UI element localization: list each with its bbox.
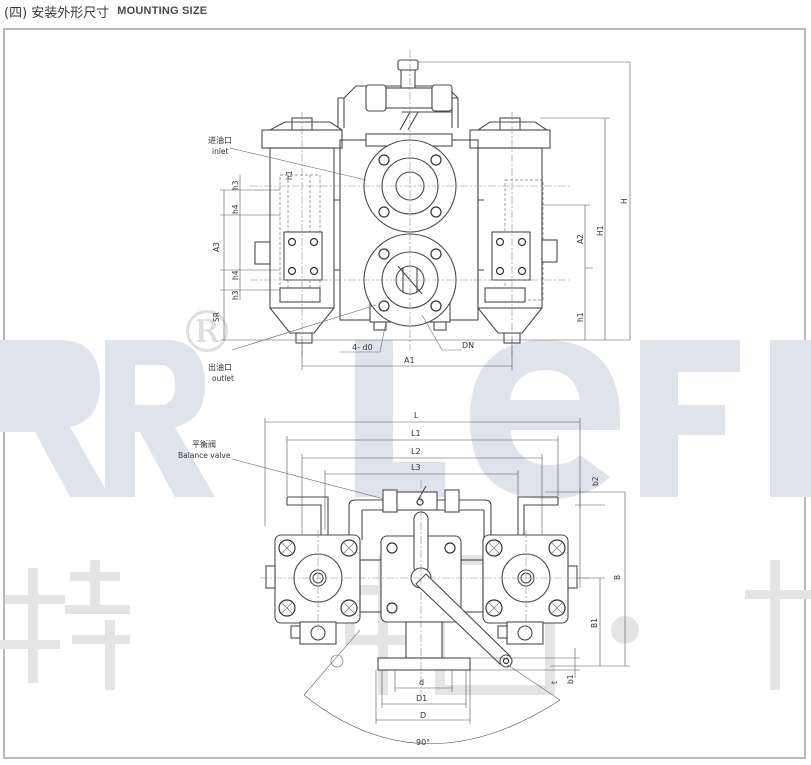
callout-balance-valve-en: Balance valve — [178, 451, 231, 460]
bolt-heads-right — [485, 539, 566, 617]
callout-inlet-cn: 进油口 — [208, 135, 232, 145]
svg-text:h1: h1 — [285, 170, 294, 180]
dim-b1-small: b1 — [566, 674, 575, 684]
angle-90: 90° — [416, 738, 430, 747]
callout-outlet-en: outlet — [212, 374, 234, 383]
section-header: (四) 安装外形尺寸 MOUNTING SIZE — [4, 2, 208, 21]
front-view: h3 h4 A3 h4 h3 SR h1 A2 h1 H1 H A1 4- d0… — [208, 50, 631, 383]
dim-a1: A1 — [404, 356, 415, 365]
dim-b2: b2 — [591, 476, 600, 486]
svg-text:H: H — [620, 198, 629, 204]
svg-text:h1: h1 — [576, 312, 585, 322]
watermark: ® — [0, 298, 811, 695]
top-view: L L1 L2 L3 平衡阀 Balance valve — [178, 411, 630, 747]
svg-text:h4: h4 — [231, 270, 240, 280]
callout-outlet-cn: 出油口 — [208, 362, 232, 372]
svg-text:h3: h3 — [231, 290, 240, 300]
svg-text:A2: A2 — [576, 234, 585, 244]
svg-text:SR: SR — [212, 312, 221, 322]
dim-d1: D1 — [416, 694, 427, 703]
dim-d-outer: D — [420, 711, 426, 720]
svg-text:h3: h3 — [231, 180, 240, 190]
dim-b: B — [613, 575, 622, 580]
dim-d: d — [419, 678, 424, 687]
registered-mark: ® — [178, 298, 236, 366]
callout-dn: DN — [462, 341, 474, 350]
callout-bolt-holes: 4- d0 — [352, 343, 373, 352]
section-title-cn: (四) 安装外形尺寸 — [4, 5, 110, 21]
callout-balance-valve-cn: 平衡阀 — [192, 439, 216, 449]
svg-text:A3: A3 — [212, 242, 221, 252]
svg-text:h4: h4 — [231, 204, 240, 214]
callout-inlet-en: inlet — [212, 147, 229, 156]
section-title-en: MOUNTING SIZE — [117, 5, 208, 17]
dim-l: L — [414, 411, 419, 420]
dim-l2: L2 — [411, 447, 421, 456]
dim-l3: L3 — [411, 463, 421, 472]
dim-b1: B1 — [590, 618, 599, 628]
bolt-heads-left — [278, 539, 358, 617]
dim-l1: L1 — [411, 429, 421, 438]
dim-t: t — [550, 681, 559, 684]
svg-text:H1: H1 — [596, 225, 605, 236]
